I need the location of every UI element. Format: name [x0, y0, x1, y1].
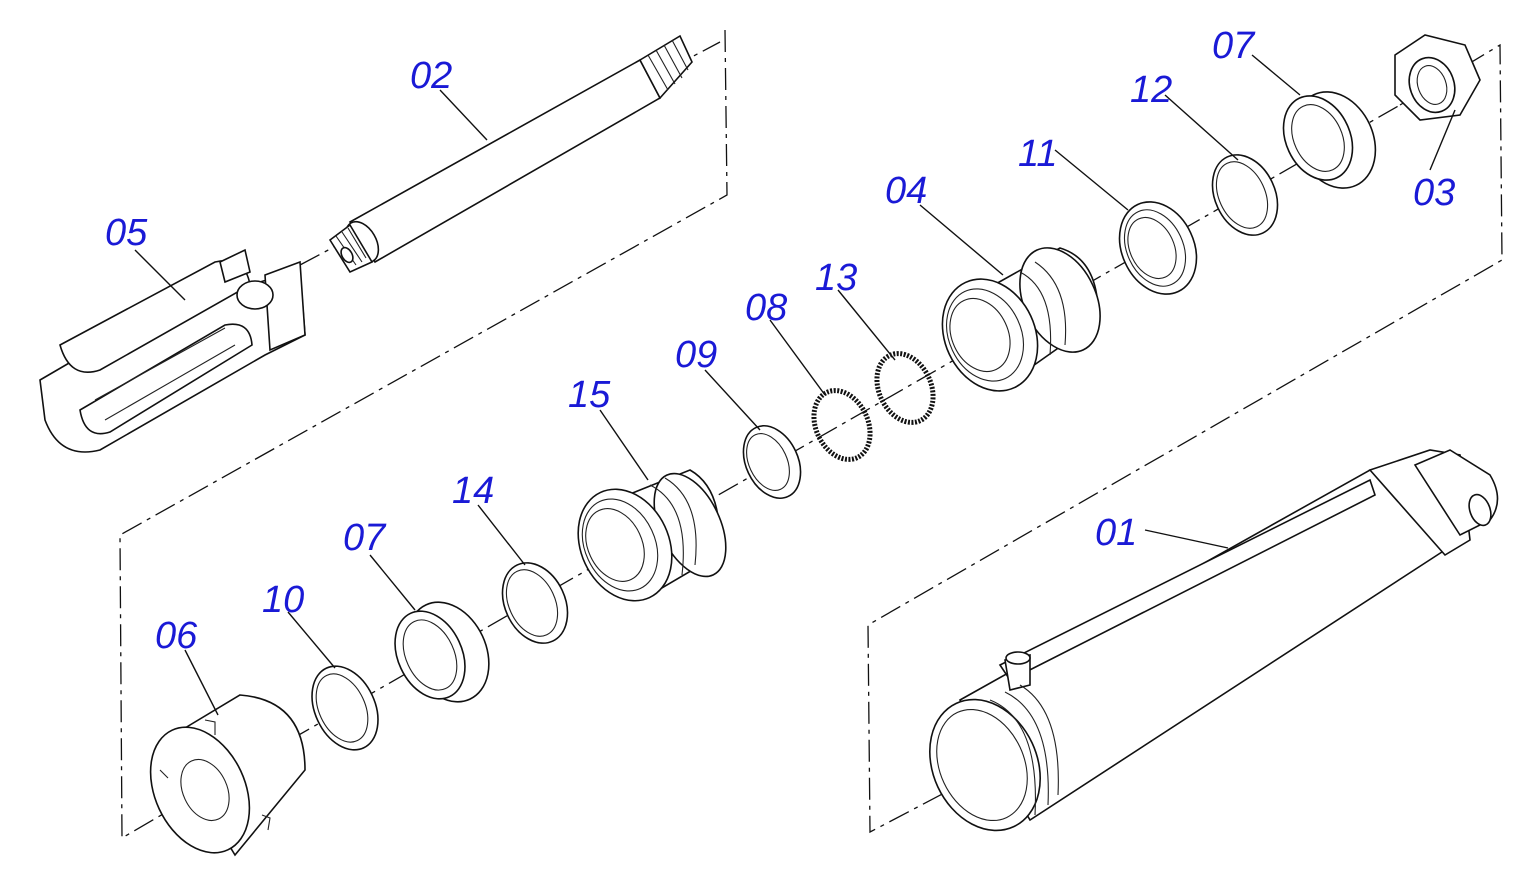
- label-12: 12: [1130, 69, 1172, 111]
- label-15: 15: [568, 374, 611, 416]
- label-01: 01: [1095, 512, 1137, 554]
- hex-nut: [1394, 34, 1481, 121]
- label-07-upper: 07: [1212, 25, 1256, 67]
- o-ring-13: [874, 351, 936, 425]
- wiper-seal-lower: [394, 601, 490, 703]
- end-nut: [149, 694, 306, 857]
- rod-clevis: [39, 248, 306, 453]
- wiper-seal-upper: [1282, 91, 1377, 189]
- label-08: 08: [745, 287, 787, 329]
- rod-seal: [1118, 201, 1198, 295]
- part-labels: 01 02 03 04 05 06 07 07 08 09 10 11 12 1…: [105, 25, 1455, 657]
- o-ring-08: [811, 388, 873, 462]
- guide-ring-upper: [1211, 154, 1279, 236]
- gland-head: [941, 247, 1101, 392]
- seal-ring-10: [311, 665, 379, 751]
- piston: [577, 469, 727, 602]
- label-05: 05: [105, 212, 148, 254]
- cylinder-barrel: [929, 449, 1499, 832]
- backup-ring: [742, 425, 802, 499]
- label-09: 09: [675, 334, 717, 376]
- piston-rod: [328, 34, 693, 274]
- label-13: 13: [815, 257, 857, 299]
- guide-ring-lower: [501, 562, 569, 644]
- label-11: 11: [1018, 133, 1057, 175]
- label-06: 06: [155, 615, 198, 657]
- label-07-lower: 07: [343, 517, 387, 559]
- label-02: 02: [410, 55, 452, 97]
- label-03: 03: [1413, 172, 1455, 214]
- label-14: 14: [452, 470, 494, 512]
- leader-lines: [134, 54, 1456, 716]
- label-10: 10: [262, 579, 304, 621]
- label-04: 04: [885, 170, 927, 212]
